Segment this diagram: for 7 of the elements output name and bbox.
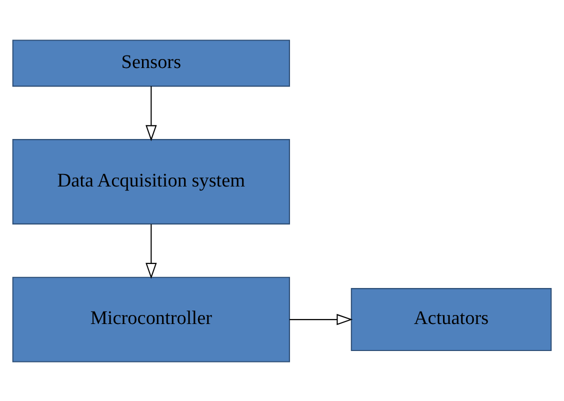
node-box: Actuators [350,288,552,351]
node-box: Data Acquisition system [12,138,290,224]
arrow [290,313,353,325]
node-box: Microcontroller [12,276,290,362]
arrow [146,224,157,278]
arrow [146,86,157,141]
node-box: Sensors [12,39,290,86]
